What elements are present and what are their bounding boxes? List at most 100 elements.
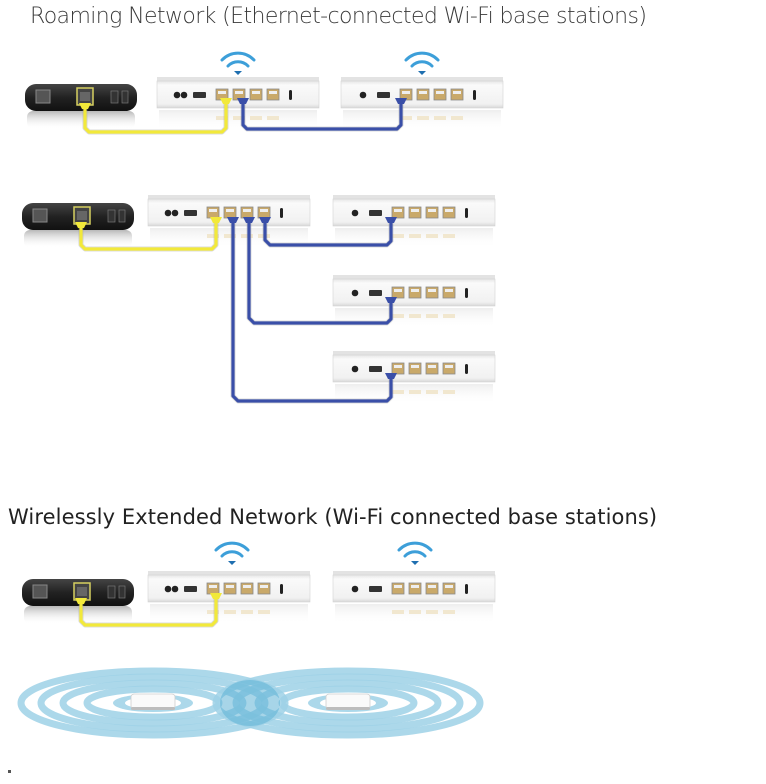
security-slot xyxy=(280,208,283,218)
security-slot xyxy=(465,364,468,374)
wifi-coverage-overlap xyxy=(17,667,484,739)
modem-port xyxy=(32,584,48,599)
usb-port xyxy=(369,586,382,592)
main-base-station xyxy=(147,195,311,248)
ethernet-port xyxy=(408,286,422,299)
ethernet-port xyxy=(391,362,405,375)
cable-connector xyxy=(237,98,249,104)
ethernet-port xyxy=(391,286,405,299)
cable-connector xyxy=(385,217,397,223)
wirelessly-extended-network-title: Wirelessly Extended Network (Wi-Fi conne… xyxy=(8,505,658,529)
ethernet-port xyxy=(442,206,456,219)
cable-connector xyxy=(243,217,255,223)
cable-connector xyxy=(75,598,87,604)
modem-cable xyxy=(79,595,218,627)
footer-mark xyxy=(8,770,11,773)
modem-button xyxy=(121,90,129,104)
usb-port xyxy=(377,92,390,98)
power-port xyxy=(351,289,359,297)
usb-port xyxy=(184,210,197,216)
wifi-icon xyxy=(220,51,256,75)
modem-power-port xyxy=(110,90,119,104)
ethernet-port xyxy=(416,88,430,101)
modem-power-port xyxy=(107,209,116,223)
ethernet-port xyxy=(442,582,456,595)
cable-connector xyxy=(75,222,87,228)
ethernet-port xyxy=(442,286,456,299)
ethernet-port xyxy=(266,88,280,101)
cable-connector xyxy=(210,217,222,223)
power-port xyxy=(173,91,181,99)
base-station-small xyxy=(130,693,176,710)
wifi-icon xyxy=(397,541,433,565)
cable-connector xyxy=(227,217,239,223)
modem xyxy=(25,84,137,129)
base-station-small xyxy=(325,693,371,710)
ethernet-port xyxy=(391,582,405,595)
coverage-overlap xyxy=(220,680,280,726)
roaming-network-title: Roaming Network (Ethernet-connected Wi-F… xyxy=(30,4,647,29)
cable-connector xyxy=(220,98,232,104)
remote-base-station xyxy=(332,571,496,624)
main-base-station xyxy=(156,77,320,130)
ethernet-port xyxy=(257,206,271,219)
ethernet-port xyxy=(206,582,220,595)
power-port xyxy=(351,585,359,593)
security-slot xyxy=(280,584,283,594)
ethernet-port xyxy=(391,206,405,219)
ethernet-port xyxy=(240,206,254,219)
ethernet-port xyxy=(408,206,422,219)
power-port xyxy=(164,209,172,217)
remote-base-station xyxy=(332,351,496,404)
remote-base-station xyxy=(340,77,504,130)
ethernet-cable xyxy=(263,219,393,247)
remote-base-station xyxy=(332,195,496,248)
power-port xyxy=(359,91,367,99)
modem xyxy=(22,203,134,248)
cable-connector xyxy=(395,98,407,104)
power-port xyxy=(164,585,172,593)
ethernet-port xyxy=(425,582,439,595)
wifi-icon xyxy=(404,51,440,75)
ethernet-port xyxy=(223,206,237,219)
modem-port xyxy=(35,89,51,104)
modem-reflection xyxy=(24,230,132,248)
ethernet-port xyxy=(442,362,456,375)
wifi-icon xyxy=(214,541,250,565)
ethernet-port xyxy=(425,362,439,375)
ethernet-cable xyxy=(241,100,403,131)
ethernet-port xyxy=(408,582,422,595)
main-base-station xyxy=(147,571,311,624)
cable-connector xyxy=(385,373,397,379)
cable-connector xyxy=(210,593,222,599)
ethernet-cable xyxy=(247,219,393,325)
modem-cable xyxy=(79,219,218,251)
modem xyxy=(22,579,134,624)
cable-connector xyxy=(259,217,271,223)
security-slot xyxy=(465,288,468,298)
modem-port xyxy=(32,208,48,223)
usb-port xyxy=(184,586,197,592)
usb-port xyxy=(369,290,382,296)
remote-base-station xyxy=(332,275,496,328)
cable-connector xyxy=(79,103,91,109)
modem-button xyxy=(118,209,126,223)
coverage-ring xyxy=(278,685,418,721)
ethernet-port xyxy=(450,88,464,101)
power-port xyxy=(351,365,359,373)
ethernet-port xyxy=(433,88,447,101)
ethernet-port xyxy=(240,582,254,595)
modem-reflection xyxy=(27,111,135,129)
security-slot xyxy=(473,90,476,100)
ethernet-port xyxy=(249,88,263,101)
ethernet-port xyxy=(425,286,439,299)
modem-reflection xyxy=(24,606,132,624)
usb-port xyxy=(369,366,382,372)
ethernet-port xyxy=(425,206,439,219)
security-slot xyxy=(465,584,468,594)
modem-button xyxy=(118,585,126,599)
modem-cable xyxy=(83,100,228,134)
coverage-ring xyxy=(212,667,484,739)
ethernet-cable xyxy=(231,219,393,403)
